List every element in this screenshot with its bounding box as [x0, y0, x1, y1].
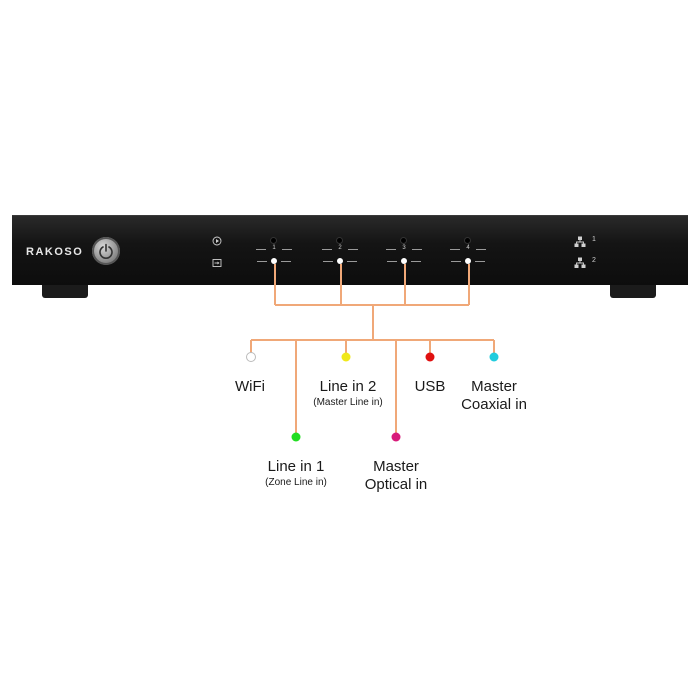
play-icon[interactable] [212, 236, 222, 246]
network-icon [574, 236, 586, 247]
zone-2-port[interactable] [337, 258, 343, 264]
label-coaxial: Master Coaxial in [452, 378, 536, 414]
coaxial-dot [489, 352, 499, 362]
label-line-in-2: Line in 2 (Master Line in) [296, 378, 400, 409]
zone-1-control: 1 [254, 236, 294, 271]
line-in-1-dot [291, 432, 301, 442]
network-port-1: 1 [574, 236, 604, 248]
input-name: WiFi [235, 378, 265, 395]
wifi-dot [246, 352, 256, 362]
network-icon [574, 257, 586, 268]
optical-dot [391, 432, 401, 442]
zone-led [401, 238, 406, 243]
network-port-2: 2 [574, 257, 604, 269]
brand-logo: RAKOSO [26, 246, 84, 258]
zone-number: 4 [466, 245, 470, 251]
input-sub: Coaxial in [461, 396, 527, 413]
zone-led [465, 238, 470, 243]
network-port-number: 1 [592, 236, 596, 243]
power-button[interactable] [92, 237, 120, 265]
zone-led [337, 238, 342, 243]
input-name: Master [373, 458, 419, 475]
zone-number: 1 [272, 245, 276, 251]
amplifier-front-panel: RAKOSO 1 2 3 [12, 215, 688, 285]
input-name: Master [471, 378, 517, 395]
label-usb: USB [400, 378, 460, 396]
usb-dot [425, 352, 435, 362]
input-sub: (Master Line in) [313, 397, 383, 408]
input-sub: Optical in [364, 476, 428, 493]
zone-3-port[interactable] [401, 258, 407, 264]
zone-led [271, 238, 276, 243]
zone-4-control: 4 [448, 236, 488, 271]
zone-number: 3 [402, 245, 406, 251]
label-wifi: WiFi [220, 378, 280, 396]
power-icon [99, 243, 113, 259]
right-foot [610, 284, 656, 298]
label-line-in-1: Line in 1 (Zone Line in) [246, 458, 346, 489]
line-in-2-dot [341, 352, 351, 362]
input-name: Line in 1 [267, 458, 325, 475]
input-sub: (Zone Line in) [265, 477, 327, 488]
input-name: USB [414, 378, 446, 395]
zone-3-control: 3 [384, 236, 424, 271]
network-port-number: 2 [592, 257, 596, 264]
zone-number: 2 [338, 245, 342, 251]
zone-1-port[interactable] [271, 258, 277, 264]
input-select-icon[interactable] [212, 258, 222, 268]
input-name: Line in 2 [319, 378, 377, 395]
zone-2-control: 2 [320, 236, 360, 271]
left-foot [42, 284, 88, 298]
zone-4-port[interactable] [465, 258, 471, 264]
label-optical: Master Optical in [356, 458, 436, 494]
